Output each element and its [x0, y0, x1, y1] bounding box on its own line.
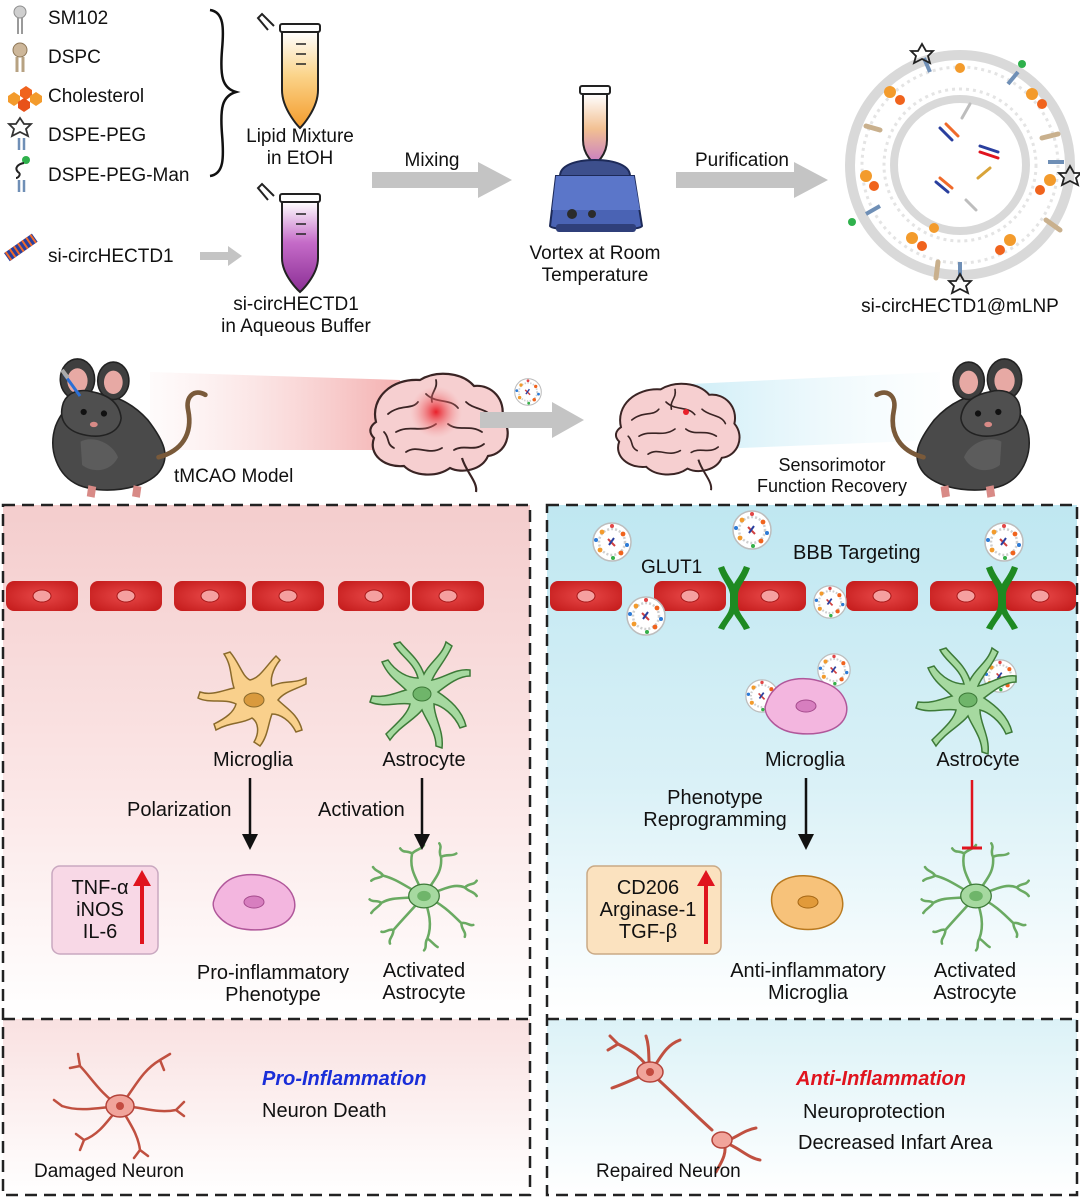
left-marker-box [51, 865, 159, 955]
left-astrocyte-label: Astrocyte [382, 749, 466, 771]
dspe-peg-man-icon [15, 156, 30, 192]
treatment-nanoparticle-icon [513, 377, 543, 407]
left-marker-list: TNF-α iNOS IL-6 [62, 866, 138, 954]
cholesterol-icon [8, 86, 42, 112]
reprogramming-label-line1: Phenotype [667, 787, 763, 809]
lipid-tube-label: Lipid Mixture in EtOH [220, 126, 380, 170]
sirna-to-tube-arrow [200, 246, 242, 266]
glut1-label: GLUT1 [641, 557, 703, 578]
pro-inflammatory-label-line2: Phenotype [225, 984, 321, 1006]
tmcao-model-label: tMCAO Model [174, 466, 294, 487]
vortex-mixer-icon [548, 85, 644, 232]
lipid-tube-icon [256, 12, 321, 130]
anti-inflammation-title: Anti-Inflammation [796, 1068, 966, 1090]
lipid-tube-label-line1: Lipid Mixture [246, 126, 354, 147]
right-activated-astrocyte-label: Activated Astrocyte [915, 960, 1035, 1004]
infarct-spot [410, 386, 462, 438]
dspe-peg-icon [6, 116, 34, 150]
infarct-area-label: Decreased Infart Area [798, 1132, 993, 1154]
sirna-icon [4, 233, 38, 262]
repaired-neuron-label: Repaired Neuron [596, 1161, 741, 1182]
anti-inflammatory-label: Anti-inflammatory Microglia [710, 960, 906, 1004]
component-label-dspe-peg: DSPE-PEG [48, 125, 147, 146]
pro-inflammation-title: Pro-Inflammation [262, 1068, 427, 1090]
neuroprotection-label: Neuroprotection [803, 1101, 946, 1123]
right-microglia-icon [764, 677, 848, 735]
anti-inflammatory-microglia-icon [770, 874, 844, 931]
right-marker-tgf: TGF-β [618, 921, 678, 943]
pro-inflammatory-label: Pro-inflammatory Phenotype [178, 962, 368, 1006]
bbb-targeting-label: BBB Targeting [793, 542, 921, 564]
right-outcome-bg [547, 1019, 1077, 1195]
recovery-label-line2: Function Recovery [756, 476, 908, 496]
neuron-death-label: Neuron Death [262, 1100, 387, 1122]
component-label-sm102: SM102 [48, 8, 109, 29]
right-marker-list: CD206 Arginase-1 TGF-β [592, 866, 704, 954]
residual-spot [683, 409, 689, 415]
grouping-brace [209, 8, 241, 178]
dspc-lipid-icon [12, 42, 28, 72]
lipid-tube-label-line2: in EtOH [266, 148, 334, 169]
lnp-nanoparticle-icon [845, 42, 1080, 295]
mixing-label: Mixing [404, 150, 460, 171]
left-marker-il6: IL-6 [82, 921, 118, 943]
product-label: si-circHECTD1@mLNP [861, 296, 1059, 317]
probe-icon [60, 368, 82, 397]
sirna-label: si-circHECTD1 [48, 246, 174, 267]
pro-inflammatory-microglia-icon [212, 873, 296, 931]
left-outcome-bg [3, 1019, 530, 1195]
pro-inflammatory-label-line1: Pro-inflammatory [196, 962, 350, 984]
right-marker-cd206: CD206 [616, 877, 680, 899]
vortex-label-line2: Temperature [541, 265, 649, 286]
left-marker-inos: iNOS [76, 899, 124, 921]
component-label-cholesterol: Cholesterol [48, 86, 145, 107]
vortex-label-line1: Vortex at Room [529, 243, 661, 264]
recovery-label-line1: Sensorimotor [778, 455, 886, 475]
right-activated-astrocyte-line1: Activated [933, 960, 1017, 982]
polarization-label: Polarization [127, 799, 232, 821]
aqueous-tube-label-line2: in Aqueous Buffer [221, 316, 371, 337]
left-marker-tnf: TNF-α [71, 877, 129, 899]
purification-label: Purification [695, 150, 789, 171]
right-upregulation-arrow [697, 870, 715, 944]
right-astrocyte-label: Astrocyte [936, 749, 1020, 771]
right-marker-arginase: Arginase-1 [599, 899, 697, 921]
recovery-beam [690, 372, 940, 450]
damaged-neuron-label: Damaged Neuron [34, 1161, 184, 1182]
mixing-arrow [372, 162, 512, 198]
anti-inflammatory-label-line2: Microglia [767, 982, 849, 1004]
anti-inflammatory-label-line1: Anti-inflammatory [730, 960, 886, 982]
component-label-dspe-peg-man: DSPE-PEG-Man [48, 165, 190, 186]
repaired-neuron-icon [606, 1034, 762, 1174]
aqueous-tube-icon [256, 182, 321, 294]
left-activated-astrocyte-line2: Astrocyte [382, 982, 466, 1004]
left-upregulation-arrow [133, 870, 151, 944]
recovered-brain-icon [614, 382, 741, 492]
infarct-beam [150, 372, 400, 450]
left-activated-astrocyte-label: Activated Astrocyte [364, 960, 484, 1004]
activation-label: Activation [318, 799, 405, 821]
right-marker-box [586, 865, 722, 955]
right-microglia-label: Microglia [764, 749, 846, 771]
left-activated-astrocyte-line1: Activated [382, 960, 466, 982]
reprogramming-label-line2: Reprogramming [643, 809, 787, 831]
sm102-lipid-icon [13, 5, 27, 34]
treatment-arrow [480, 402, 584, 438]
aqueous-tube-label-line1: si-circHECTD1 [233, 294, 359, 315]
component-label-dspc: DSPC [48, 47, 101, 68]
aqueous-tube-label: si-circHECTD1 in Aqueous Buffer [196, 294, 396, 338]
right-panel-border [545, 503, 1079, 1197]
purification-arrow [676, 162, 828, 198]
vortex-label: Vortex at Room Temperature [500, 243, 690, 287]
recovery-label: Sensorimotor Function Recovery [732, 455, 932, 497]
reprogramming-label: Phenotype Reprogramming [630, 787, 800, 831]
left-microglia-label: Microglia [212, 749, 294, 771]
right-activated-astrocyte-line2: Astrocyte [933, 982, 1017, 1004]
